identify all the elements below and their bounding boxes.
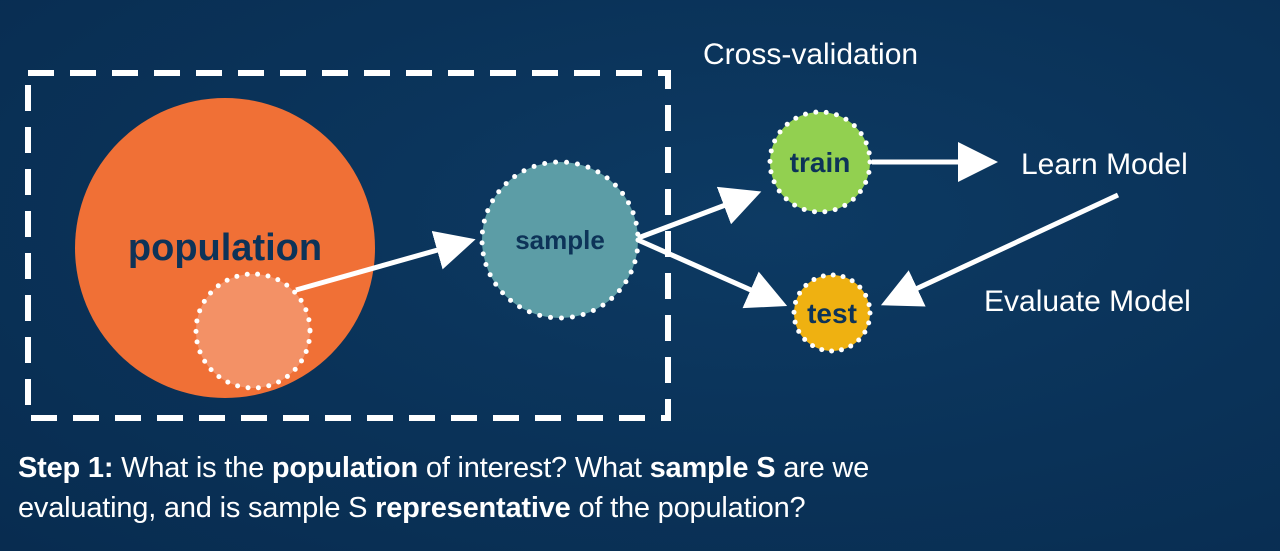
step-caption: Step 1: What is the population of intere… [18, 448, 1278, 528]
caption-text: are we [775, 452, 870, 484]
caption-text: of the population? [570, 492, 806, 524]
dashed-boundary-box [25, 70, 671, 421]
train-label: train [790, 147, 851, 178]
population-subsample-circle [193, 271, 313, 391]
caption-emphasis: Step 1: [18, 452, 114, 484]
learn-model-label: Learn Model [1021, 148, 1188, 181]
caption-emphasis: population [271, 452, 419, 484]
train-circle [767, 109, 873, 215]
arrow-sample-to-train [637, 186, 762, 241]
test-label: test [807, 298, 857, 329]
caption-text: What is the [113, 452, 272, 484]
caption-text: evaluating, and is sample S [18, 492, 376, 524]
arrow-sample-to-test [636, 237, 788, 309]
caption-emphasis: representative [375, 492, 571, 524]
arrow-population-to-sample [295, 230, 476, 293]
sample-label: sample [515, 225, 605, 255]
caption-line-1: Step 1: What is the population of intere… [18, 448, 1278, 488]
caption-line-2: evaluating, and is sample S representati… [18, 488, 1278, 528]
evaluate-model-label: Evaluate Model [984, 285, 1191, 318]
caption-emphasis: sample S [649, 452, 776, 484]
arrow-model-to-test [880, 192, 1120, 307]
test-circle [791, 272, 873, 354]
cross-validation-label: Cross-validation [703, 38, 918, 71]
caption-text: of interest? What [418, 452, 650, 484]
population-label: population [128, 227, 322, 269]
